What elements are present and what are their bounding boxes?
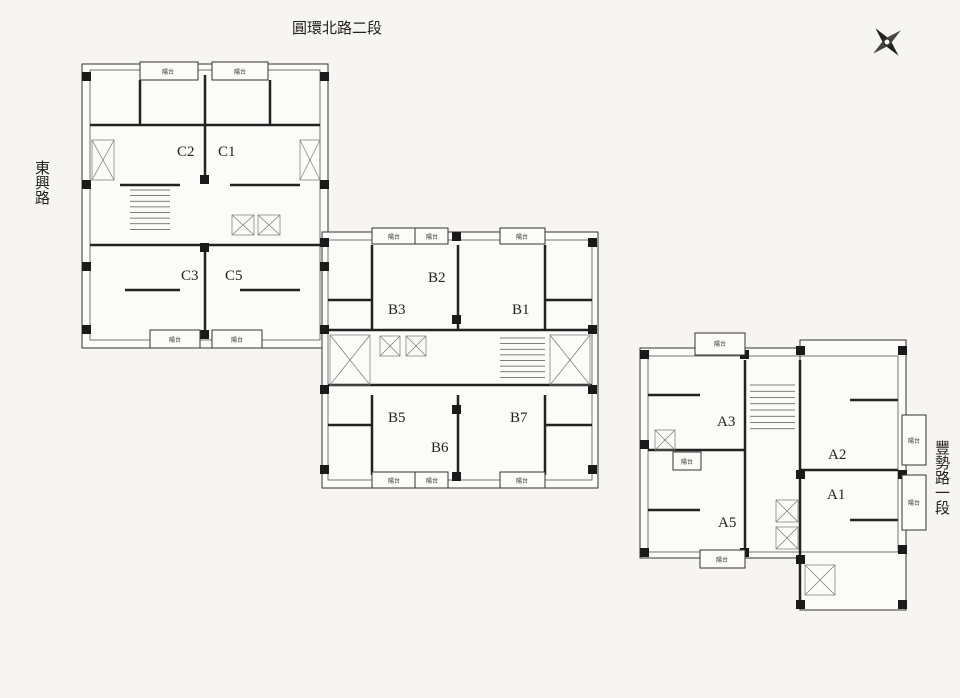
pillar — [588, 325, 597, 334]
pillar — [640, 350, 649, 359]
unit-label: B1 — [512, 302, 530, 318]
pillar — [320, 72, 329, 81]
shaft-cross — [329, 334, 371, 386]
pillar — [796, 555, 805, 564]
unit-label: B7 — [510, 410, 528, 426]
pillar — [82, 262, 91, 271]
pillar — [588, 465, 597, 474]
street-label-right: 豐勢路一段 — [933, 440, 951, 515]
balcony-label: 陽台 — [908, 437, 920, 445]
shaft-cross — [379, 335, 401, 357]
compass-icon — [873, 28, 901, 56]
shaft-cross — [654, 429, 676, 451]
balcony-label: 陽台 — [516, 233, 528, 241]
unit-label: C5 — [225, 268, 243, 284]
pillar — [898, 346, 907, 355]
elevator-shaft — [405, 335, 427, 357]
elevator-shaft — [379, 335, 401, 357]
unit-label: A3 — [717, 414, 735, 430]
shaft-cross — [231, 214, 255, 236]
unit-label: B3 — [388, 302, 406, 318]
unit-label: C2 — [177, 144, 195, 160]
pillar — [640, 440, 649, 449]
elevator-shaft — [91, 139, 115, 181]
elevator-shaft — [654, 429, 676, 451]
pillar — [588, 385, 597, 394]
pillar — [320, 262, 329, 271]
elevator-shaft — [549, 334, 591, 386]
balcony-label: 陽台 — [426, 477, 438, 485]
balcony-label: 陽台 — [162, 68, 174, 76]
shaft-cross — [775, 526, 799, 550]
pillar — [898, 545, 907, 554]
shaft-cross — [257, 214, 281, 236]
pillar — [82, 325, 91, 334]
pillar — [452, 472, 461, 481]
shaft-cross — [549, 334, 591, 386]
pillar — [898, 600, 907, 609]
pillar — [320, 465, 329, 474]
street-label-right-text: 豐勢路一段 — [933, 440, 951, 515]
pillar — [320, 238, 329, 247]
pillar — [640, 548, 649, 557]
balcony-label: 陽台 — [714, 340, 726, 348]
unit-label: B2 — [428, 270, 446, 286]
balconies: 陽台 陽台 陽台 陽台 陽台 陽台 陽台 陽台 陽台 陽台 陽台 陽台 陽台 陽… — [139, 61, 927, 569]
unit-label: B5 — [388, 410, 406, 426]
street-label-left: 東興路 — [33, 160, 51, 205]
pillar — [320, 385, 329, 394]
street-label-top: 圓環北路二段 — [292, 19, 382, 37]
unit-label: A2 — [828, 447, 846, 463]
shaft-cross — [91, 139, 115, 181]
elevator-shaft — [299, 139, 321, 181]
pillar — [452, 232, 461, 241]
pillar — [200, 330, 209, 339]
pillar — [200, 175, 209, 184]
shaft-cross — [804, 564, 836, 596]
balcony-label: 陽台 — [426, 233, 438, 241]
balcony-label: 陽台 — [388, 477, 400, 485]
pillar — [320, 180, 329, 189]
elevator-shaft — [257, 214, 281, 236]
elevator-shaft — [804, 564, 836, 596]
unit-label: C3 — [181, 268, 199, 284]
elevator-shaft — [231, 214, 255, 236]
pillar — [452, 405, 461, 414]
street-label-left-text: 東興路 — [33, 160, 51, 205]
balcony-label: 陽台 — [234, 68, 246, 76]
shaft-cross — [299, 139, 321, 181]
building-a — [639, 339, 907, 611]
pillar — [82, 180, 91, 189]
pillar — [82, 72, 91, 81]
unit-label: B6 — [431, 440, 449, 456]
balcony-label: 陽台 — [908, 499, 920, 507]
balcony-label: 陽台 — [169, 336, 181, 344]
unit-labels: C2 C1 C3 C5 B2 B3 B1 B5 B6 B7 A3 A2 A1 A… — [177, 144, 846, 531]
building-b — [321, 231, 599, 489]
shaft-cross — [775, 499, 799, 523]
elevator-shaft — [775, 526, 799, 550]
unit-label: C1 — [218, 144, 236, 160]
balcony-label: 陽台 — [231, 336, 243, 344]
pillar — [796, 346, 805, 355]
unit-label: A5 — [718, 515, 736, 531]
pillar — [200, 243, 209, 252]
pillar — [796, 470, 805, 479]
pillar — [796, 600, 805, 609]
balcony-label: 陽台 — [716, 556, 728, 564]
pillar — [588, 238, 597, 247]
balcony-label: 陽台 — [388, 233, 400, 241]
shaft-cross — [405, 335, 427, 357]
pillar — [320, 325, 329, 334]
elevator-shaft — [329, 334, 371, 386]
unit-label: A1 — [827, 487, 845, 503]
elevator-shaft — [775, 499, 799, 523]
balcony-label: 陽台 — [516, 477, 528, 485]
pillar — [452, 315, 461, 324]
balcony-label: 陽台 — [681, 458, 693, 466]
